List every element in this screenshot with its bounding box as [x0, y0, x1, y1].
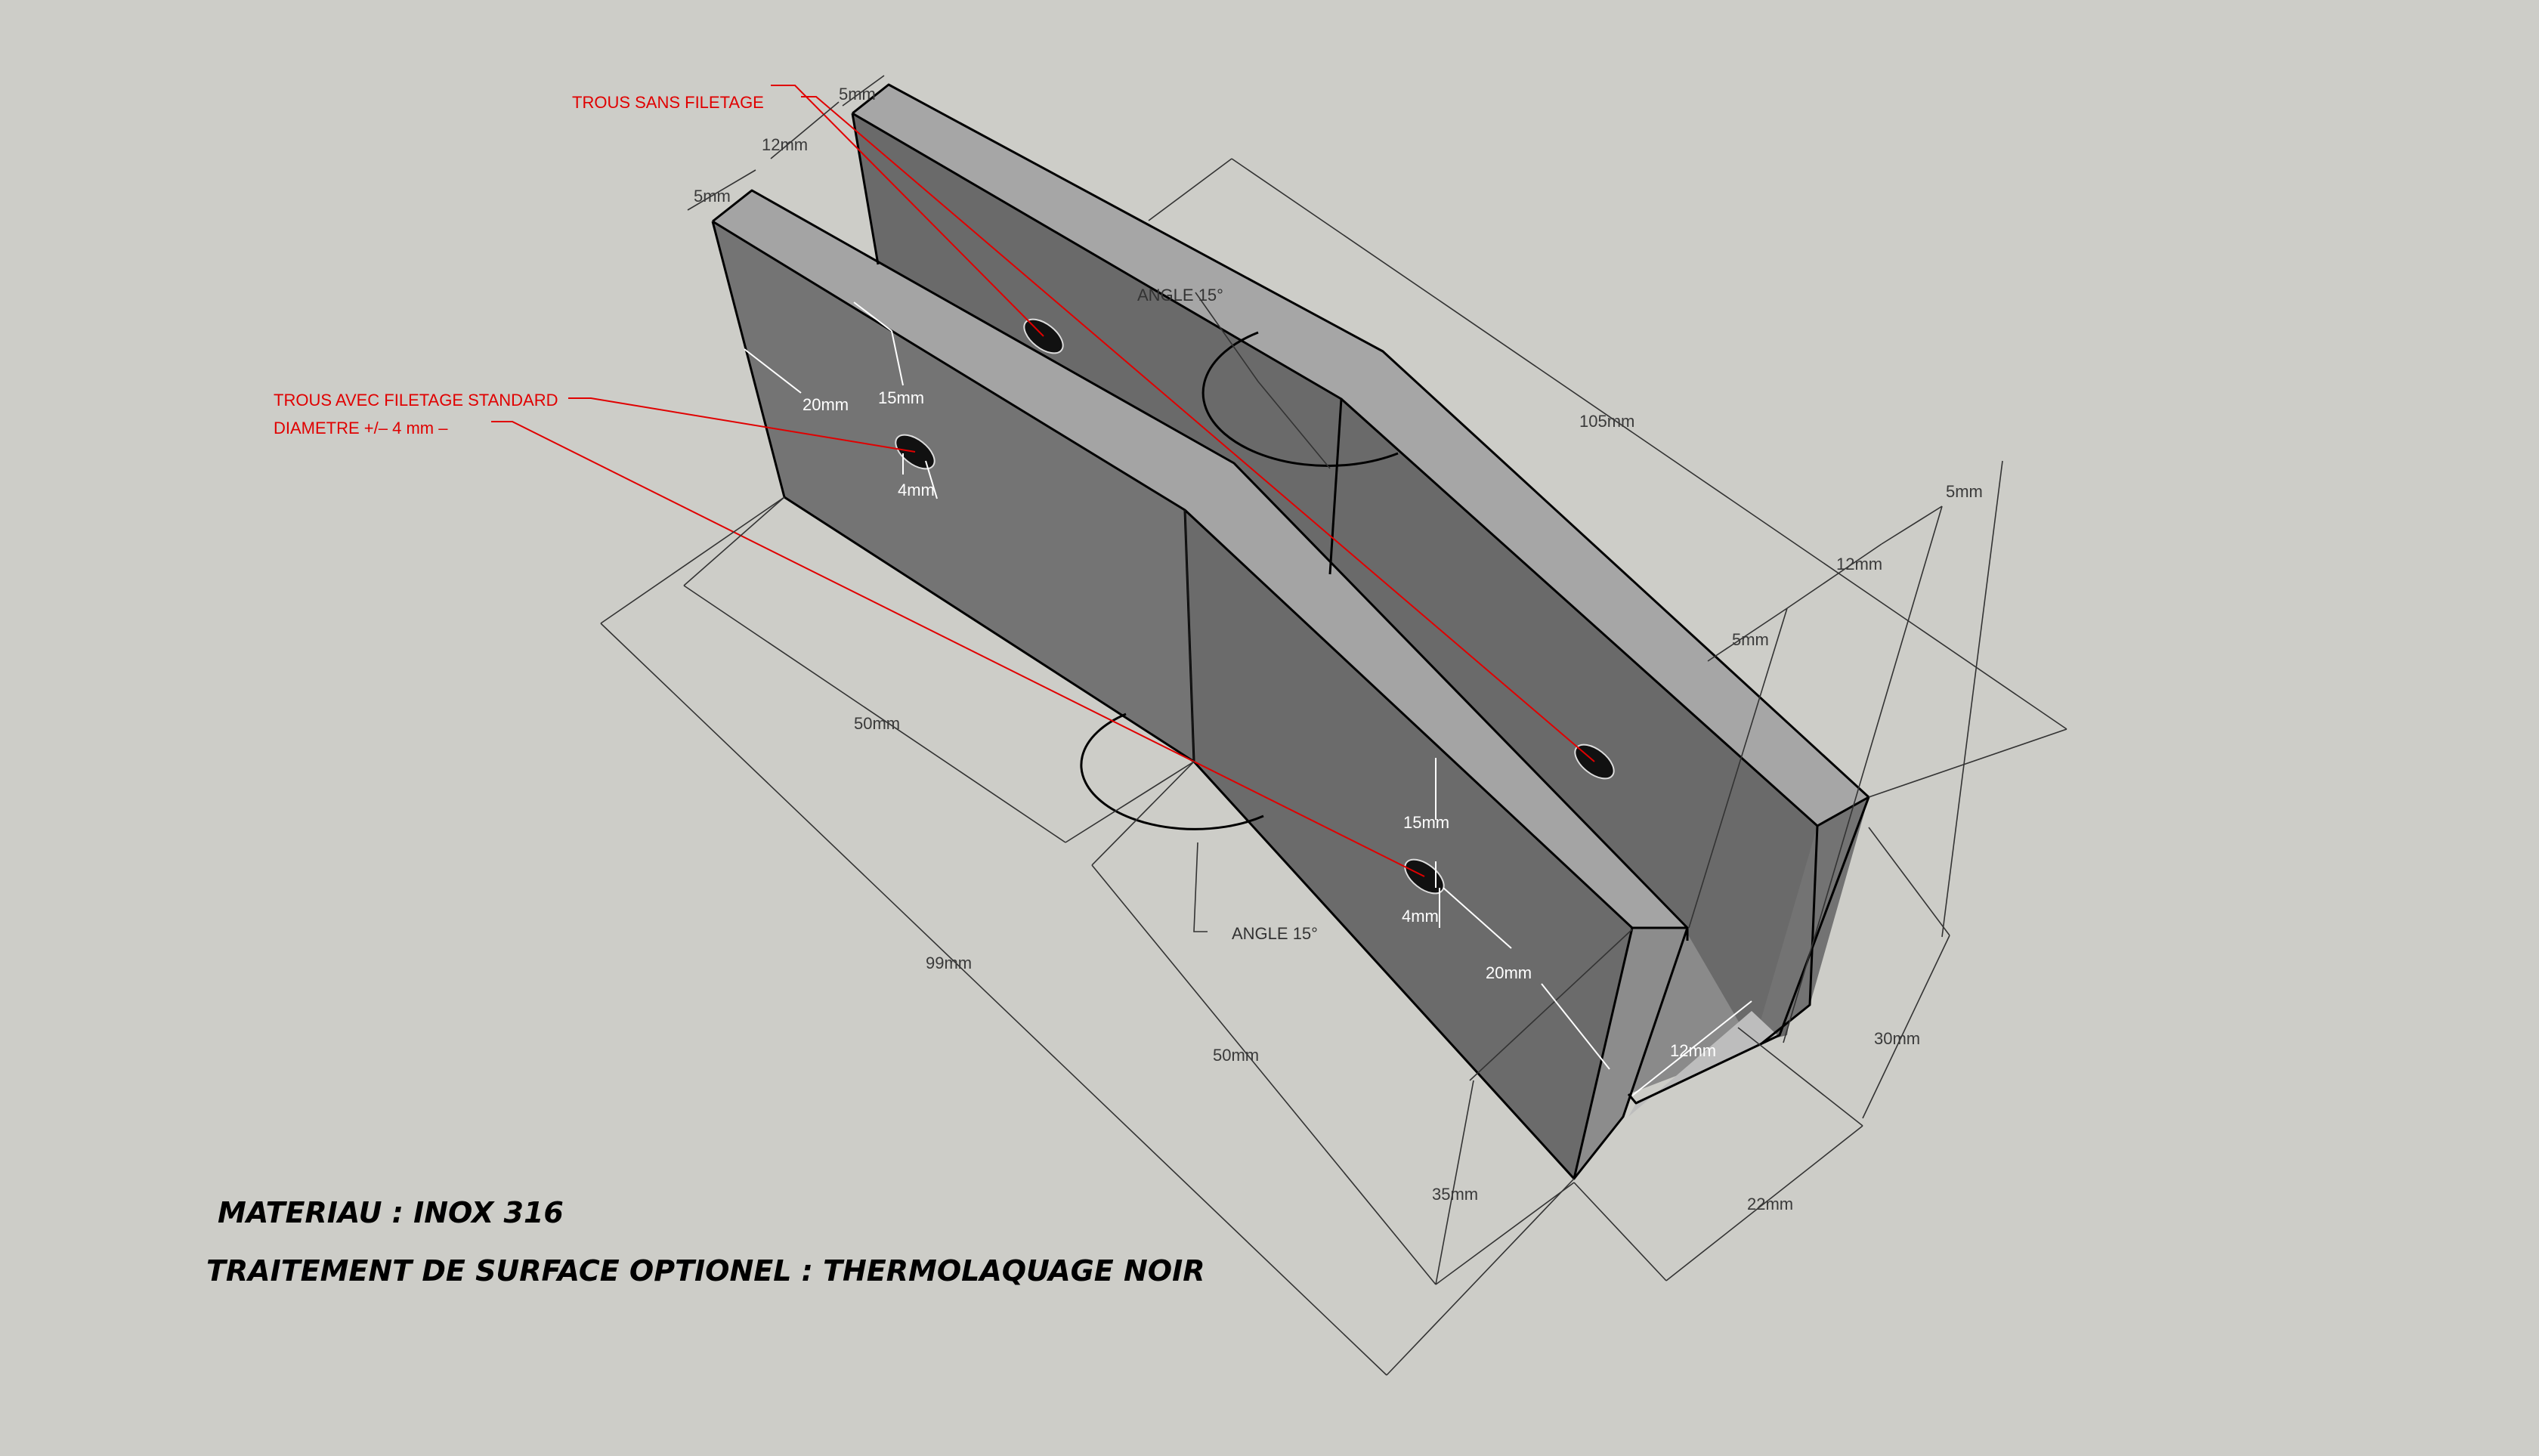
back-plate-end-face	[1753, 797, 1869, 1046]
upper-angle-arc	[1201, 331, 1399, 467]
label-angle-lower: ANGLE 15°	[1232, 924, 1318, 943]
dim-thk-back-top: 5mm	[839, 85, 876, 104]
spec-block: MATERIAU : INOX 316 TRAITEMENT DE SURFAC…	[206, 1196, 1205, 1288]
annotation-texts: TROUS SANS FILETAGE TROUS AVEC FILETAGE …	[274, 85, 1983, 1213]
front-plate-face-right	[1185, 510, 1632, 1179]
bracket-body	[711, 83, 1870, 1180]
dim-gap-top: 12mm	[762, 135, 808, 154]
slot-floor	[1628, 1011, 1777, 1117]
dim-hole-lower-4: 4mm	[1402, 907, 1439, 926]
dim-hole-lower-20: 20mm	[1486, 963, 1532, 982]
dim-right-5-top: 5mm	[1946, 482, 1983, 501]
note-unthreaded-holes: TROUS SANS FILETAGE	[572, 93, 764, 112]
front-plate-face-left-lower	[713, 221, 1194, 762]
front-plate-top-face	[713, 190, 1687, 928]
dim-right-5-mid: 5mm	[1732, 630, 1769, 649]
white-dimensions	[744, 301, 1752, 1096]
dim-inner-12: 12mm	[1670, 1041, 1716, 1060]
dimension-lines	[600, 75, 2067, 1376]
spec-material: MATERIAU : INOX 316	[218, 1196, 564, 1229]
dim-bottom-99: 99mm	[926, 954, 972, 972]
u-bottom-end-face	[1574, 927, 1753, 1179]
spec-finish: TRAITEMENT DE SURFACE OPTIONEL : THERMOL…	[206, 1254, 1205, 1288]
red-leaders	[491, 85, 1595, 877]
front-plate-end-face	[1574, 928, 1687, 1179]
dim-height-30: 30mm	[1874, 1029, 1920, 1048]
dim-length-105: 105mm	[1579, 412, 1634, 431]
dim-thk-front-top: 5mm	[694, 187, 731, 206]
dim-left-50: 50mm	[854, 714, 900, 733]
back-plate-top-face	[852, 85, 1869, 826]
dim-height-35: 35mm	[1432, 1185, 1478, 1204]
note-threaded-holes-line1: TROUS AVEC FILETAGE STANDARD	[274, 391, 558, 410]
label-angle-upper: ANGLE 15°	[1137, 286, 1223, 304]
angle-arcs	[1080, 331, 1399, 830]
dim-hole-front-4: 4mm	[898, 481, 935, 499]
note-threaded-holes-line2: DIAMETRE +/– 4 mm –	[274, 419, 448, 437]
dim-hole-front-20: 20mm	[803, 395, 849, 414]
dim-right-12: 12mm	[1836, 555, 1882, 573]
dim-bottom-50: 50mm	[1213, 1046, 1259, 1065]
dim-hole-front-15: 15mm	[878, 388, 924, 407]
lower-angle-arc	[1080, 713, 1264, 830]
dim-hole-lower-15: 15mm	[1403, 813, 1449, 832]
dim-width-22: 22mm	[1747, 1195, 1793, 1213]
